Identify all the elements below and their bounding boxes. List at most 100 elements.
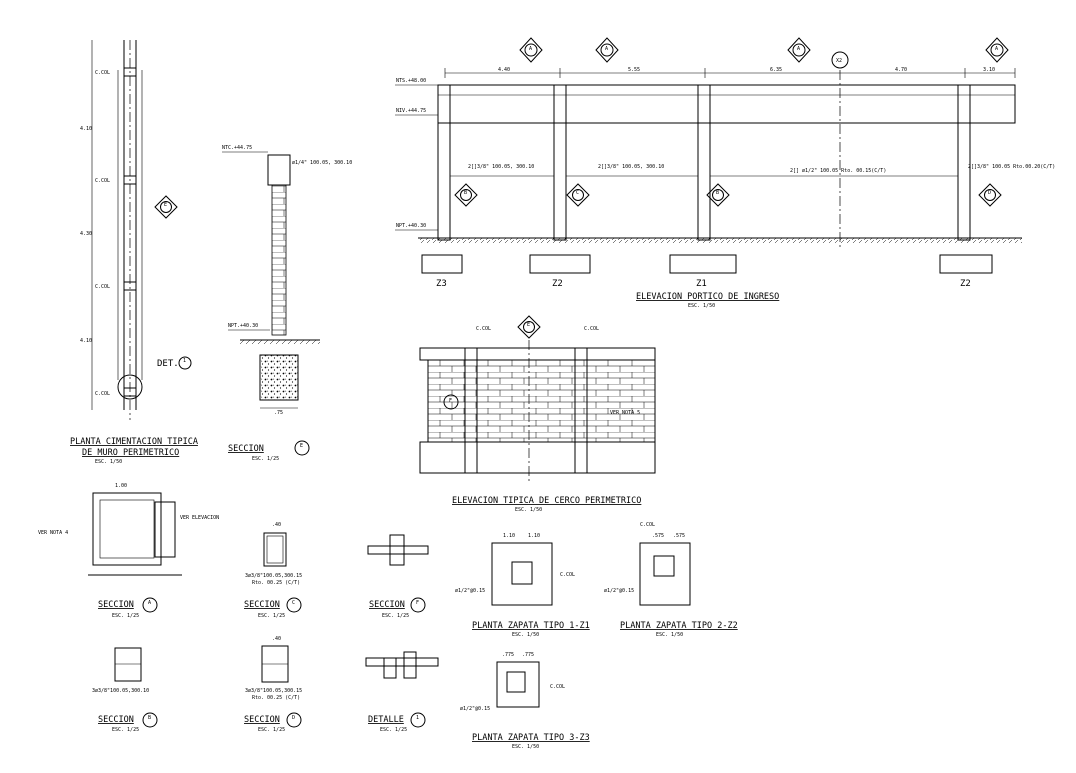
portico-dim-5: 3.10 [983, 67, 995, 73]
sec-c-mark: C [292, 600, 295, 606]
z1-scale: ESC. 1/50 [512, 632, 539, 638]
z3-dim-1: .775 [502, 652, 514, 658]
svg-text:B: B [464, 190, 467, 196]
sec-f-mark: F [416, 600, 419, 606]
cim-dim-3: 4.10 [80, 338, 92, 344]
sec-a-mark: A [148, 600, 151, 606]
z3-scale: ESC. 1/50 [512, 744, 539, 750]
level-npt: NPT.+40.30 [396, 223, 426, 229]
cim-title-2: DE MURO PERIMETRICO [82, 448, 179, 458]
svg-text:B: B [716, 190, 719, 196]
seccion-a: 1.00 VER NOTA 4 VER ELEVACION SECCION A … [38, 483, 219, 619]
svg-text:E: E [527, 322, 530, 328]
z3-col-label: C.COL [550, 684, 565, 690]
cerco-scale: ESC. 1/50 [515, 507, 542, 513]
footing-label-z2-a: Z2 [552, 279, 563, 289]
section-mark-a-2: A [595, 37, 619, 63]
sec-b-scale: ESC. 1/25 [112, 727, 139, 733]
z3-bars: ø1/2"@0.15 [460, 706, 490, 712]
svg-text:A: A [529, 46, 532, 52]
sec-e-dim: .75 [274, 410, 283, 416]
section-mark-b-2: B [706, 183, 730, 207]
portico-dim-1: 4.40 [498, 67, 510, 73]
sec-b-mark: B [148, 715, 151, 721]
cerco-col-label-1: C.COL [476, 326, 491, 332]
svg-text:E: E [164, 202, 167, 208]
sec-a-title: SECCION [98, 600, 134, 610]
cim-col-label-1: C.COL [95, 70, 110, 76]
sec-a-scale: ESC. 1/25 [112, 613, 139, 619]
portico-title: ELEVACION PORTICO DE INGRESO [636, 292, 779, 302]
portico-dim-2: 5.55 [628, 67, 640, 73]
cim-scale: ESC. 1/50 [95, 459, 122, 465]
sec-e-level-1: NTC.+44.75 [222, 145, 252, 151]
sec-a-note: VER NOTA 4 [38, 530, 68, 536]
sec-e-title: SECCION [228, 444, 264, 454]
portico-dim-4: 4.70 [895, 67, 907, 73]
beam-note-4: 2[]3/8" 100.05 Rto.00.20(C/T) [968, 164, 1055, 170]
sec-a-dim: 1.00 [115, 483, 127, 489]
sec-d-note-2: Rto. 00.25 (C/T) [252, 695, 300, 701]
beam-note-2: 2[]3/8" 100.05, 300.10 [598, 164, 664, 170]
sec-f-scale: ESC. 1/25 [382, 613, 409, 619]
footing-label-z3: Z3 [436, 279, 447, 289]
z1-col-label: C.COL [560, 572, 575, 578]
det-label: DET. [157, 359, 179, 369]
svg-text:D: D [988, 190, 991, 196]
sec-d-mark: D [292, 715, 295, 721]
zapata-1: 1.10 1.10 C.COL ø1/2"@0.15 PLANTA ZAPATA… [455, 533, 590, 638]
svg-text:A: A [797, 46, 800, 52]
z2-bars: ø1/2"@0.15 [604, 588, 634, 594]
z3-dim-2: .775 [522, 652, 534, 658]
sec-b-title: SECCION [98, 715, 134, 725]
cim-col-label-3: C.COL [95, 284, 110, 290]
det-number: 1 [183, 358, 186, 364]
cerco-elevation: E C.COL C.COL F VER NOTA 5 ELEVACION TIP… [419, 315, 656, 513]
svg-text:A: A [995, 46, 998, 52]
beam-note-1: 2[]3/8" 100.05, 300.10 [468, 164, 534, 170]
portico-elevation: 4.40 5.55 6.35 4.70 3.10 A A A A X2 NTS.… [395, 37, 1055, 309]
svg-text:X2: X2 [836, 58, 842, 64]
cim-col-label-4: C.COL [95, 391, 110, 397]
sec-e-scale: ESC. 1/25 [252, 456, 279, 462]
cerco-mark-e: E [517, 315, 541, 339]
z2-dim-2: .575 [673, 533, 685, 539]
portico-scale: ESC. 1/50 [688, 303, 715, 309]
svg-text:A: A [605, 46, 608, 52]
det1-title: DETALLE [368, 715, 404, 725]
cerco-col-label-2: C.COL [584, 326, 599, 332]
detalle-1: DETALLE 1 ESC. 1/25 [365, 651, 439, 733]
sec-d-scale: ESC. 1/25 [258, 727, 285, 733]
sec-c-note-2: Rto. 00.25 (C/T) [252, 580, 300, 586]
sec-c-scale: ESC. 1/25 [258, 613, 285, 619]
sec-e-level-2: NPT.+40.30 [228, 323, 258, 329]
z2-dim-1: .575 [652, 533, 664, 539]
z1-title: PLANTA ZAPATA TIPO 1-Z1 [472, 621, 590, 631]
sec-c-title: SECCION [244, 600, 280, 610]
cim-section-mark-e: E [154, 195, 178, 219]
portico-dim-3: 6.35 [770, 67, 782, 73]
zapata-2: C.COL .575 .575 ø1/2"@0.15 PLANTA ZAPATA… [604, 522, 738, 638]
cerco-note: VER NOTA 5 [610, 410, 640, 416]
z2-title: PLANTA ZAPATA TIPO 2-Z2 [620, 621, 738, 631]
axis-tag-x2: X2 [831, 51, 849, 69]
footing-label-z2-b: Z2 [960, 279, 971, 289]
section-mark-a-1: A [519, 37, 543, 63]
z3-title: PLANTA ZAPATA TIPO 3-Z3 [472, 733, 590, 743]
seccion-d: .40 3ø3/8"100.05,300.15 Rto. 00.25 (C/T)… [244, 636, 302, 733]
z1-dim-2: 1.10 [528, 533, 540, 539]
sec-b-note: 3ø3/8"100.05,300.10 [92, 688, 149, 694]
zapata-3: .775 .775 C.COL ø1/2"@0.15 PLANTA ZAPATA… [460, 652, 590, 750]
det1-scale: ESC. 1/25 [380, 727, 407, 733]
sec-a-note-2: VER ELEVACION [180, 515, 219, 521]
sec-d-dim: .40 [272, 636, 281, 642]
cim-dim-1: 4.10 [80, 126, 92, 132]
section-mark-d-1: D [978, 183, 1002, 207]
cim-dim-2: 4.30 [80, 231, 92, 237]
cim-title-1: PLANTA CIMENTACION TIPICA [70, 437, 198, 447]
sec-d-note-1: 3ø3/8"100.05,300.15 [245, 688, 302, 694]
seccion-e: NTC.+44.75 ø1/4" 100.05, 300.10 NPT.+40.… [222, 145, 352, 462]
sec-d-title: SECCION [244, 715, 280, 725]
